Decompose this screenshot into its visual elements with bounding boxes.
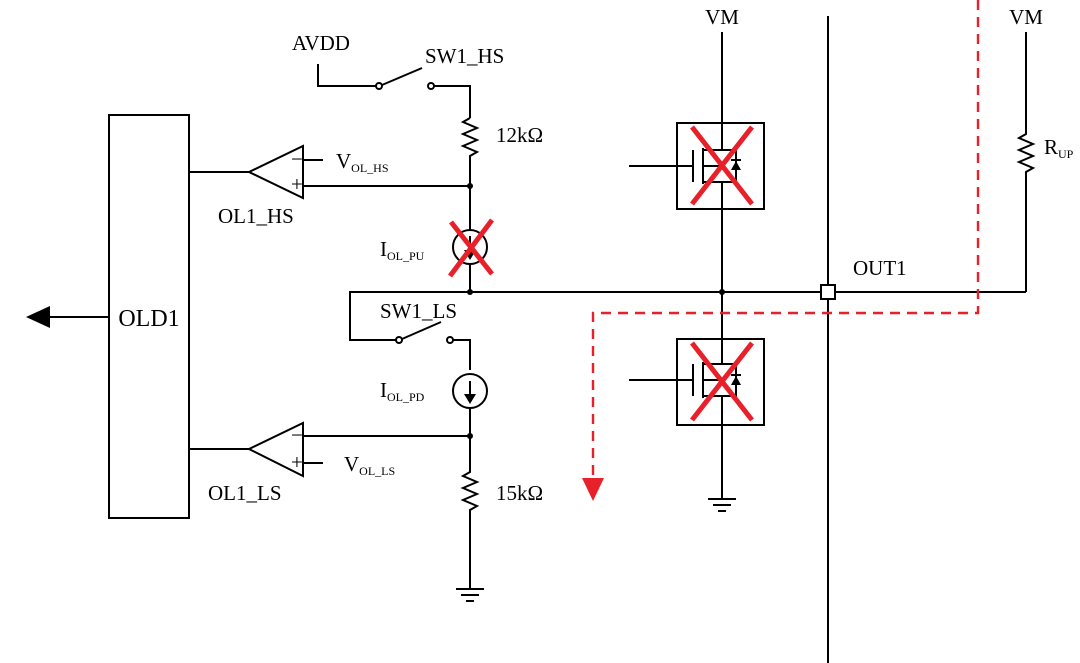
- vol-hs-label: VOL_HS: [336, 149, 389, 175]
- sw1-ls-label: SW1_LS: [380, 299, 457, 323]
- ol1-ls-comparator: [189, 421, 470, 478]
- ground-icon: [456, 588, 484, 602]
- plus-ls: +: [291, 450, 303, 474]
- iol-pu-disabled-cross: [448, 218, 494, 278]
- resistor-15k: [460, 436, 480, 588]
- current-path-arrow: [582, 0, 980, 501]
- output-node-wire: [349, 291, 1026, 341]
- vol-ls-label: VOL_LS: [344, 452, 395, 478]
- ol1-hs-comparator: [189, 144, 470, 200]
- rup-resistor: [1016, 32, 1036, 292]
- out1-label: OUT1: [853, 256, 907, 280]
- hs-fet-disabled-cross: [690, 125, 754, 206]
- vm-right-label: VM: [1009, 5, 1043, 29]
- old1-block: [108, 114, 190, 519]
- old1-label: OLD1: [118, 306, 179, 332]
- rup-label: RUP: [1044, 135, 1074, 161]
- resistor-12k: [460, 117, 480, 186]
- out1-pin: [820, 284, 836, 300]
- iol-pd-current-source: [452, 373, 488, 436]
- plus-hs: +: [291, 172, 303, 196]
- iol-pu-label: IOL_PU: [380, 237, 425, 263]
- avdd-supply: [317, 64, 376, 87]
- avdd-label: AVDD: [292, 31, 350, 55]
- iol-pu-current-source: [452, 186, 488, 292]
- junction-node: [467, 289, 473, 295]
- sw1-ls-switch: [395, 321, 471, 370]
- res-15k-label: 15kΩ: [496, 481, 543, 505]
- vm-left-label: VM: [705, 5, 739, 29]
- ground-icon: [708, 498, 736, 512]
- sw1-hs-switch: [375, 67, 471, 118]
- ol1-ls-label: OL1_LS: [208, 481, 282, 505]
- minus-hs: −: [291, 147, 303, 171]
- old1-output-arrow-icon: [26, 306, 109, 328]
- res-12k-label: 12kΩ: [496, 123, 543, 147]
- minus-ls: −: [291, 423, 303, 447]
- sw1-hs-label: SW1_HS: [425, 44, 504, 68]
- ol1-hs-label: OL1_HS: [218, 204, 294, 228]
- ls-fet-disabled-cross: [690, 341, 754, 422]
- iol-pd-label: IOL_PD: [380, 378, 425, 404]
